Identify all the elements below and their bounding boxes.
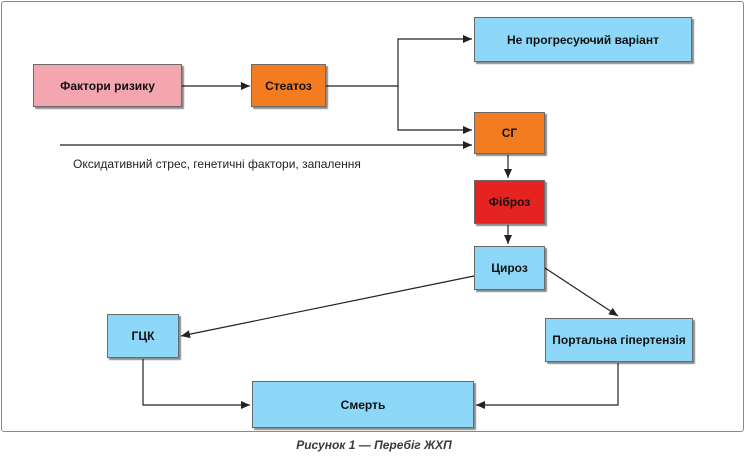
node-cirrhosis: Цироз (474, 246, 545, 290)
node-death: Смерть (252, 381, 474, 428)
node-portal-hypertension-label: Портальна гіпертензія (552, 333, 686, 347)
arrow-cirrhosis-to-hcc (180, 275, 475, 339)
arrow-steatosis-to-nonprogressive (326, 35, 472, 87)
node-sg-label: СГ (501, 126, 518, 140)
oxidative-stress-label: Оксидативний стрес, генетичні фактори, з… (73, 157, 361, 171)
figure-caption: Рисунок 1 — Перебіг ЖХП (296, 438, 452, 452)
node-cirrhosis-label: Цироз (491, 261, 528, 275)
node-portal-hypertension: Портальна гіпертензія (545, 318, 693, 362)
arrow-cirrhosis-to-portal (544, 267, 619, 317)
arrow-portal-to-death (476, 363, 619, 409)
node-steatosis-label: Стеатоз (265, 78, 312, 93)
node-steatosis: Стеатоз (251, 64, 326, 107)
node-sg: СГ (474, 112, 545, 154)
node-fibrosis: Фіброз (474, 180, 545, 224)
arrow-hcc-to-death (142, 359, 250, 409)
node-non-progressive-label: Не прогресуючий варіант (507, 32, 659, 47)
node-hcc-label: ГЦК (131, 329, 155, 343)
node-risk-factors-label: Фактори ризику (60, 78, 155, 93)
node-non-progressive: Не прогресуючий варіант (474, 17, 692, 62)
arrow-steatosis-to-sg (397, 86, 472, 134)
node-risk-factors: Фактори ризику (33, 64, 182, 107)
node-hcc: ГЦК (107, 314, 179, 358)
node-death-label: Смерть (340, 397, 386, 412)
node-fibrosis-label: Фіброз (488, 195, 531, 209)
